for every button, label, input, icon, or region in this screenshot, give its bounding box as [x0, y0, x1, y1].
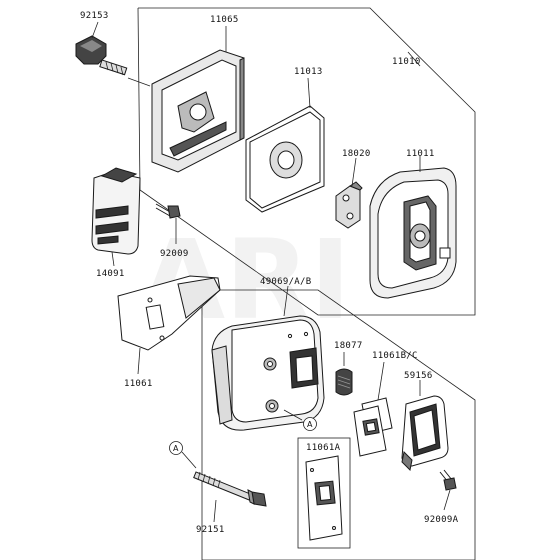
- label-11010: 11010: [392, 57, 421, 67]
- gasket-11061[interactable]: [117, 275, 221, 351]
- label-11061bc: 11061B/C: [372, 351, 418, 361]
- label-11061a: 11061A: [306, 443, 341, 453]
- screw-92009a[interactable]: [439, 469, 457, 491]
- label-92151: 92151: [196, 525, 225, 535]
- bolt-92151[interactable]: [193, 471, 267, 507]
- label-59156: 59156: [404, 371, 433, 381]
- label-18077: 18077: [334, 341, 363, 351]
- spark-screen-18077[interactable]: [335, 368, 353, 396]
- callout-a-bolt: A: [169, 441, 183, 455]
- label-11065: 11065: [210, 15, 239, 25]
- gasket-11061a[interactable]: [305, 455, 343, 541]
- label-49069: 49069/A/B: [260, 277, 311, 287]
- label-18020: 18020: [342, 149, 371, 159]
- label-11013: 11013: [294, 67, 323, 77]
- gasket-11061bc[interactable]: [353, 397, 393, 457]
- label-92009a: 92009A: [424, 515, 459, 525]
- label-14091: 14091: [96, 269, 125, 279]
- svg-text:A: A: [307, 420, 313, 429]
- box-11061a: [297, 437, 351, 549]
- bracket-18020[interactable]: [335, 181, 363, 229]
- label-11011: 11011: [406, 149, 435, 159]
- screw-92009[interactable]: [155, 203, 181, 219]
- assembly-frame-49069: [201, 289, 476, 560]
- air-cleaner-cover-11011[interactable]: [369, 167, 457, 299]
- air-cleaner-case-11065[interactable]: [151, 49, 245, 173]
- muffler-49069[interactable]: [211, 315, 325, 431]
- label-11061: 11061: [124, 379, 153, 389]
- callout-a-muffler: A: [303, 417, 317, 431]
- filter-element-11013[interactable]: [245, 105, 325, 213]
- cover-plate-14091[interactable]: [91, 167, 141, 255]
- label-92153: 92153: [80, 11, 109, 21]
- label-92009: 92009: [160, 249, 189, 259]
- exhaust-deflector-59156[interactable]: [401, 395, 449, 472]
- knob-bolt-92153[interactable]: [75, 35, 128, 76]
- svg-text:A: A: [173, 444, 179, 453]
